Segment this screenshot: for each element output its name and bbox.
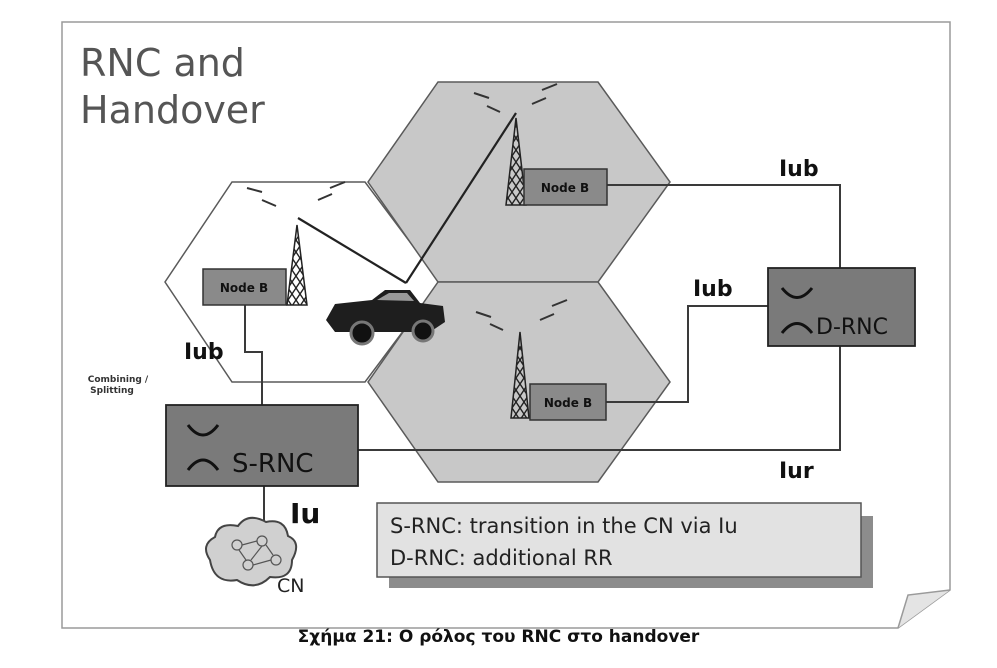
iu-label: Iu [290,497,320,530]
node-b-bottom: Node B [529,383,607,421]
d-rnc-label: D-RNC [816,315,888,340]
iur-label: Iur [779,459,814,484]
slide-title-line1: RNC and [80,41,245,85]
iub-top-label: Iub [779,157,819,182]
iub-middle-label: Iub [693,277,733,302]
iub-middle-line [606,305,768,403]
info-box: S-RNC: transition in the CN via Iu D-RNC… [376,502,873,588]
cn-cloud-icon [205,516,298,587]
tower-bottom-icon [475,299,568,419]
node-b-top: Node B [523,168,608,206]
node-b-left-label: Node B [220,281,268,295]
car-icon [326,290,445,346]
info-line1: S-RNC: transition in the CN via Iu [390,514,738,538]
node-b-top-label: Node B [541,181,589,195]
iub-top-line [607,184,841,268]
tower-top-icon [473,83,558,206]
node-b-left: Node B [202,268,287,306]
info-line2: D-RNC: additional RR [390,546,613,570]
iub-left-line [244,305,263,405]
radio-link-left [297,217,407,284]
radio-links [297,112,517,284]
figure-caption: Σχήμα 21: Ο ρόλος του RNC στο handover [297,627,700,647]
slide-title-line2: Handover [80,88,265,132]
combining-label-line2: Splitting [90,386,134,396]
radio-link-top [405,112,517,284]
combining-label-line1: Combining / [88,375,149,385]
links [244,184,841,525]
iub-left-label: Iub [184,340,224,365]
page-curl [897,589,951,629]
s-rnc-label: S-RNC [232,449,314,479]
s-rnc-switch-icon [186,424,220,471]
s-rnc-box: S-RNC [165,404,359,487]
d-rnc-box: D-RNC [767,267,916,347]
cn-label: CN [277,575,304,597]
node-b-bottom-label: Node B [544,396,592,410]
d-rnc-switch-icon [780,287,814,334]
iur-line [358,345,841,451]
tower-left-icon [246,181,346,306]
